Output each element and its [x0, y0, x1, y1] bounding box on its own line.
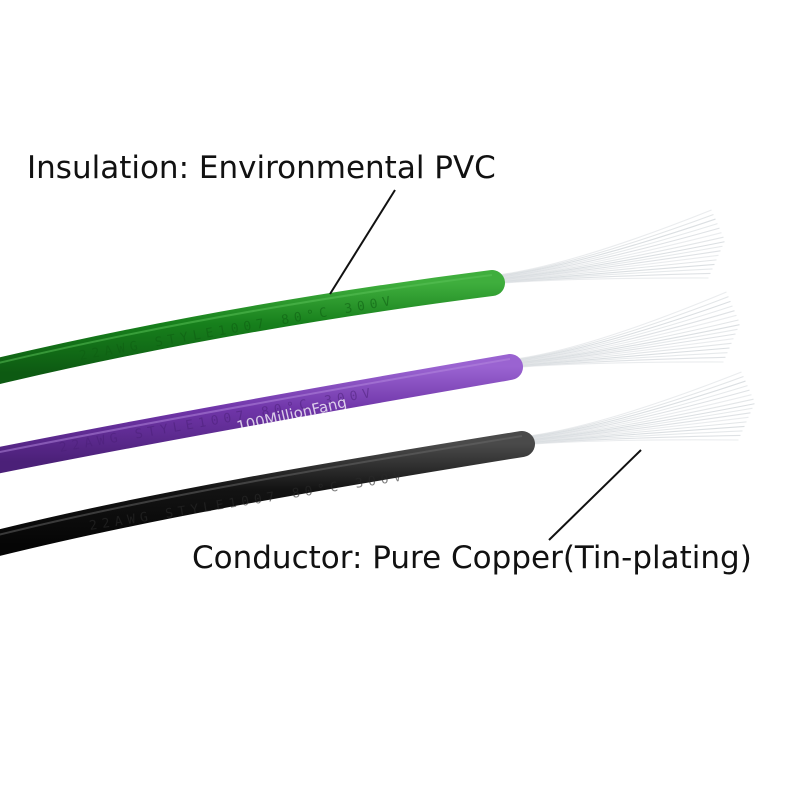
insulation-callout: Insulation: Environmental PVC [27, 150, 496, 186]
copper-strand [507, 333, 736, 366]
copper-strand [507, 310, 735, 363]
copper-strand [507, 347, 730, 367]
copper-strand [489, 263, 715, 283]
copper-strand [507, 305, 733, 363]
copper-strand [507, 328, 738, 365]
copper-strand [507, 314, 737, 364]
copper-strand [519, 412, 751, 443]
copper-strand [519, 439, 739, 446]
copper-strand [489, 223, 718, 279]
copper-strand [507, 356, 726, 369]
copper-strand [489, 259, 717, 283]
insulation-leader-line [329, 189, 396, 295]
copper-strand [507, 319, 739, 364]
copper-strand [519, 394, 752, 441]
black-wire-strands [519, 371, 755, 446]
copper-strand [489, 218, 716, 278]
copper-strand [519, 371, 742, 438]
copper-strand [519, 385, 748, 440]
copper-strand [519, 389, 750, 440]
copper-strand [489, 232, 722, 280]
copper-strand [519, 398, 754, 441]
copper-strand [519, 421, 747, 444]
copper-strand [507, 352, 728, 368]
copper-strand [507, 342, 732, 367]
copper-strand [489, 272, 711, 285]
copper-strand [489, 227, 720, 279]
copper-strand [489, 209, 712, 277]
copper-strand [519, 403, 755, 442]
copper-strand [489, 245, 723, 281]
copper-strand [507, 300, 731, 362]
copper-strand [519, 416, 749, 443]
copper-strand [519, 425, 745, 444]
copper-strand [489, 254, 719, 282]
copper-strand [519, 407, 753, 442]
copper-strand [489, 236, 724, 280]
copper-strand [489, 277, 709, 285]
copper-strand [507, 324, 740, 365]
copper-strand [519, 380, 746, 439]
copper-strand [507, 296, 729, 362]
copper-strand [489, 214, 714, 278]
copper-strand [489, 241, 725, 281]
copper-strand [519, 430, 743, 445]
green-wire-strands [489, 209, 725, 285]
copper-strand [507, 338, 734, 366]
green-wire: 22AWG STYLE1007 80°C 300V [0, 270, 505, 385]
copper-strand [507, 291, 727, 361]
conductor-leader-line [548, 449, 642, 541]
copper-strand [489, 268, 713, 284]
svg-text:22AWG STYLE1007 80°C 300V: 22AWG STYLE1007 80°C 300V [78, 293, 396, 363]
purple-wire-strands [507, 291, 740, 369]
copper-strand [489, 250, 721, 282]
copper-strand [507, 361, 724, 369]
copper-strand [519, 376, 744, 439]
conductor-callout: Conductor: Pure Copper(Tin-plating) [192, 540, 752, 576]
copper-strand [519, 434, 741, 446]
